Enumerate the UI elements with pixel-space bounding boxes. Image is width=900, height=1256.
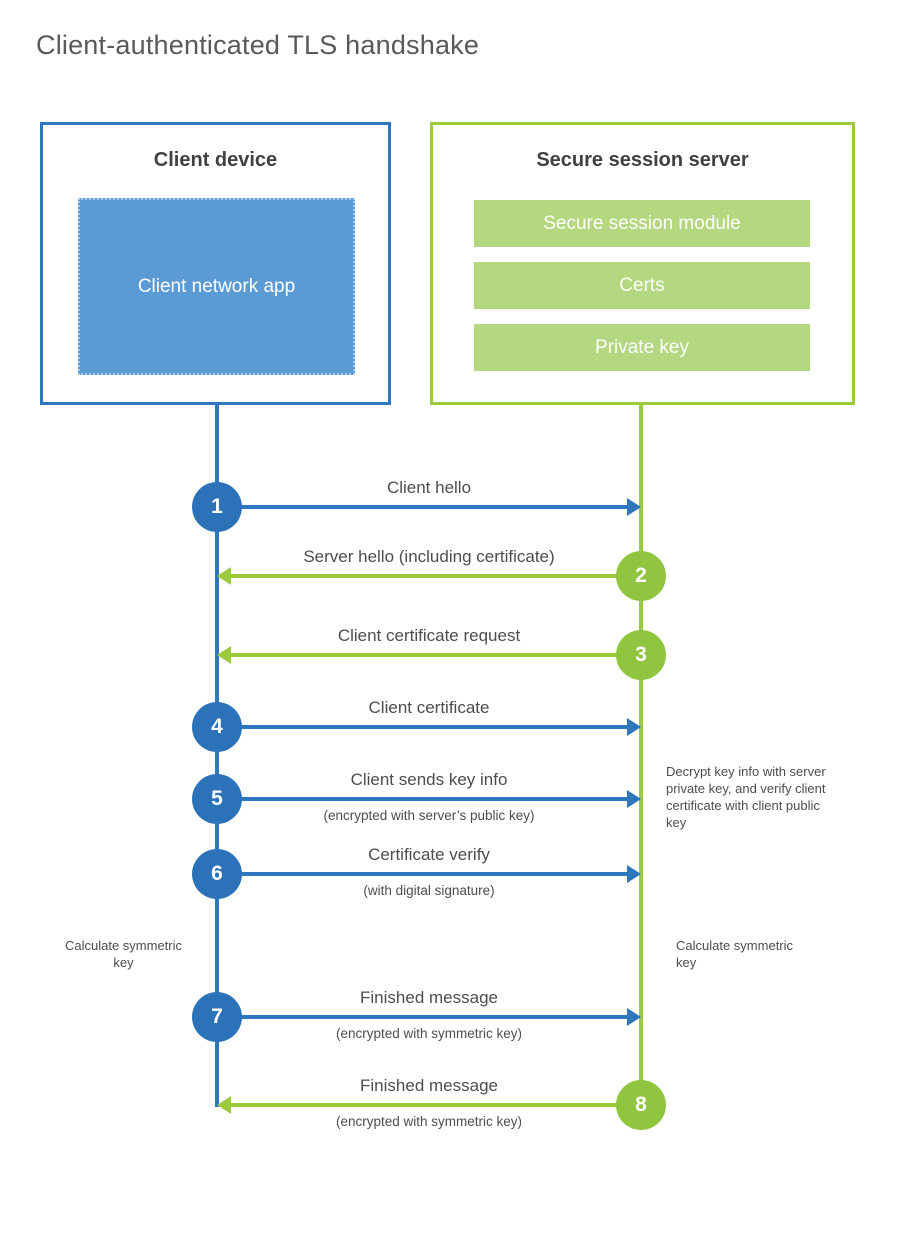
step-label: Finished message [360,1076,498,1095]
arrow-shaft [231,574,618,578]
client-device-title: Client device [153,149,278,171]
step-number: 7 [211,1005,223,1028]
step-label: Server hello (including certificate) [303,547,555,566]
note-calculate-symmetric-key-client: Calculate symmetric key [64,938,183,970]
arrow-left-icon [217,567,231,585]
arrow-right-icon [627,1008,641,1026]
step-number-badge: 3 [616,630,666,680]
step-sublabel: (encrypted with symmetric key) [335,1026,523,1041]
arrow-shaft [240,505,627,509]
note-decrypt-key-info: Decrypt key info with server private key… [666,764,826,830]
step-label: Finished message [360,988,498,1007]
step-number-badge: 7 [192,992,242,1042]
client-network-app-block: Client network app [78,198,355,375]
server-lifeline [639,405,643,1104]
arrow-shaft [240,797,627,801]
client-device-box: Client device Client network app [40,122,391,405]
step-number: 1 [211,495,223,518]
step-number: 3 [635,643,647,666]
step-sublabel: (encrypted with server’s public key) [323,808,535,823]
step-number-badge: 5 [192,774,242,824]
arrow-shaft [231,1103,618,1107]
arrow-left-icon [217,646,231,664]
secure-session-server-box: Secure session server Secure session mod… [430,122,855,405]
step-number: 6 [211,862,223,885]
step-number: 4 [211,715,223,738]
step-sublabel: (encrypted with symmetric key) [335,1114,523,1129]
arrow-left-icon [217,1096,231,1114]
step-label: Certificate verify [368,845,490,864]
arrow-right-icon [627,498,641,516]
secure-session-server-title: Secure session server [536,149,749,171]
arrow-right-icon [627,718,641,736]
arrow-shaft [240,872,627,876]
step-sublabel: (with digital signature) [363,883,495,898]
step-number: 8 [635,1093,647,1116]
step-label: Client certificate [368,698,490,717]
arrow-right-icon [627,790,641,808]
step-number: 5 [211,787,223,810]
step-number: 2 [635,564,647,587]
step-label: Client hello [386,478,472,497]
arrow-shaft [240,725,627,729]
step-label: Client certificate request [337,626,521,645]
step-number-badge: 4 [192,702,242,752]
page-title: Client-authenticated TLS handshake [36,30,480,60]
note-calculate-symmetric-key-server: Calculate symmetric key [676,938,794,970]
step-number-badge: 2 [616,551,666,601]
server-module-private-key: Private key [474,324,810,371]
step-label: Client sends key info [350,770,508,789]
arrow-right-icon [627,865,641,883]
step-number-badge: 1 [192,482,242,532]
arrow-shaft [240,1015,627,1019]
step-number-badge: 8 [616,1080,666,1130]
server-module-certs: Certs [474,262,810,309]
server-module-secure-session-module: Secure session module [474,200,810,247]
step-number-badge: 6 [192,849,242,899]
client-lifeline [215,405,219,1107]
arrow-shaft [231,653,618,657]
